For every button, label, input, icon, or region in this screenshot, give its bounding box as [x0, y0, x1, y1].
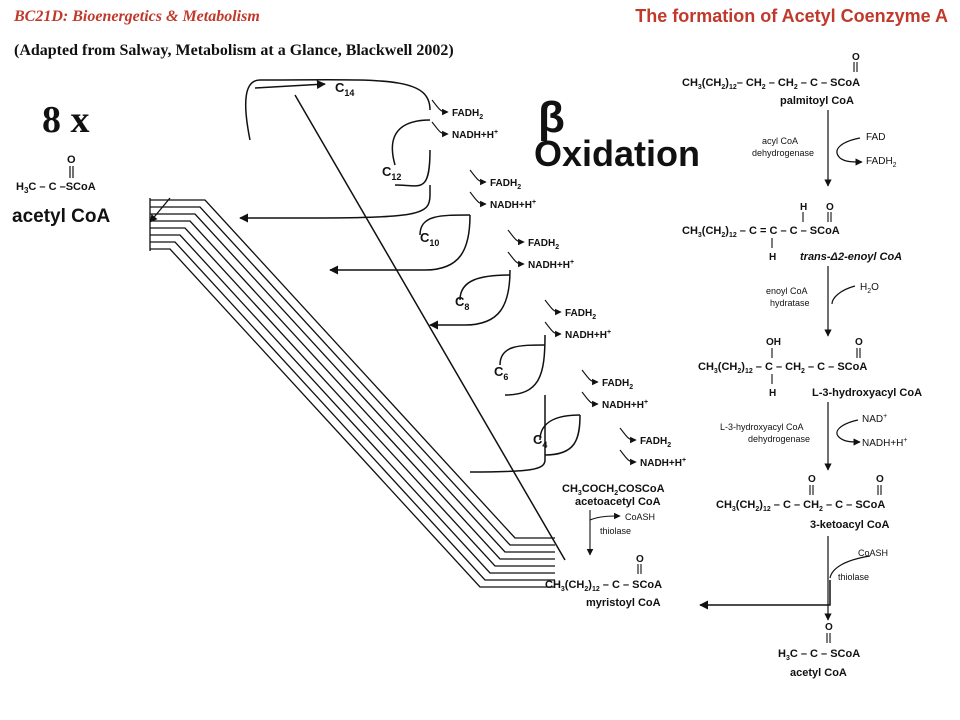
svg-text:NADH+H+: NADH+H+ [452, 129, 498, 141]
step1-enzyme-2: dehydrogenase [752, 148, 814, 158]
multiplier-label: 8 x [42, 99, 90, 141]
cycle-loops [239, 79, 831, 610]
course-title: BC21D: Bioenergetics & Metabolism [14, 8, 260, 25]
intermediate-c10: C10 [420, 230, 439, 248]
svg-text:O: O [825, 622, 833, 633]
step3-out: NADH+H+ [862, 437, 908, 449]
svg-text:myristoyl CoA: myristoyl CoA [586, 597, 661, 609]
svg-text:H3C – C – SCoA: H3C – C – SCoA [778, 648, 860, 662]
svg-text:FADH2: FADH2 [602, 378, 633, 391]
step4-in: CoASH [858, 548, 888, 558]
svg-text:trans-Δ2-enoyl CoA: trans-Δ2-enoyl CoA [800, 251, 902, 263]
acetyl-coa-label-left: acetyl CoA [12, 206, 110, 227]
ketoacyl-coa: O O CH3(CH2)12 – C – CH2 – C – SCoA 3-ke… [716, 474, 890, 531]
step2-enzyme-1: enoyl CoA [766, 286, 808, 296]
step3-enzyme-2: dehydrogenase [748, 434, 810, 444]
svg-text:NADH+H+: NADH+H+ [490, 199, 536, 211]
step2-enzyme-2: hydratase [770, 298, 810, 308]
svg-text:H: H [800, 202, 807, 213]
step3-in: NAD+ [862, 413, 887, 425]
step1-enzyme-1: acyl CoA [762, 136, 798, 146]
svg-text:NADH+H+: NADH+H+ [528, 259, 574, 271]
svg-text:O: O [876, 474, 884, 485]
step4-enzyme: thiolase [838, 572, 869, 582]
acetyl-release-lines [149, 197, 555, 588]
svg-text:NADH+H+: NADH+H+ [602, 399, 648, 411]
step1-arrows [824, 110, 863, 187]
svg-text:CH3(CH2)12 – C – CH2 – C – SCo: CH3(CH2)12 – C – CH2 – C – SCoA [716, 499, 885, 513]
svg-text:FADH2: FADH2 [565, 308, 596, 321]
oxidation-heading: Oxidation [534, 133, 700, 174]
intermediate-c6: C6 [494, 364, 508, 382]
svg-text:acetyl CoA: acetyl CoA [790, 667, 847, 679]
intermediate-c8: C8 [455, 294, 469, 312]
svg-text:FADH2: FADH2 [490, 178, 521, 191]
step2-arrows [824, 266, 856, 337]
step4-arrows [824, 536, 871, 621]
svg-text:L-3-hydroxyacyl CoA: L-3-hydroxyacyl CoA [812, 387, 922, 399]
svg-text:CH3(CH2)12 – C = C – C – SCoA: CH3(CH2)12 – C = C – C – SCoA [682, 225, 840, 239]
svg-text:CH3COCH2COSCoA: CH3COCH2COSCoA [562, 483, 665, 497]
svg-text:3-ketoacyl CoA: 3-ketoacyl CoA [810, 519, 890, 531]
acetyl-coa-structure-left: O H3C – C –SCoA [16, 154, 96, 195]
svg-text:NADH+H+: NADH+H+ [640, 457, 686, 469]
svg-text:H: H [769, 388, 776, 399]
hydroxyacyl-coa: OH O CH3(CH2)12 – C – CH2 – C – SCoA H L… [698, 337, 922, 399]
cofactor-labels: FADH2 NADH+H+ FADH2 NADH+H+ FADH2 NADH+H… [452, 108, 686, 469]
slide-title: The formation of Acetyl Coenzyme A [635, 6, 948, 26]
svg-text:O: O [855, 337, 863, 348]
palmitoyl-coa: O CH3(CH2)12– CH2 – CH2 – C – SCoA palmi… [682, 52, 860, 107]
step2-in: H2O [860, 282, 879, 295]
beta-symbol: β [538, 93, 565, 142]
acetoacetyl-coa: CH3COCH2COSCoA acetoacetyl CoA [562, 483, 665, 508]
svg-text:acetoacetyl CoA: acetoacetyl CoA [575, 496, 661, 508]
svg-text:FADH2: FADH2 [528, 238, 559, 251]
svg-text:O: O [808, 474, 816, 485]
svg-text:O: O [67, 154, 76, 166]
svg-text:O: O [636, 554, 644, 565]
svg-text:OH: OH [766, 337, 781, 348]
intermediate-c12: C12 [382, 164, 401, 182]
myristoyl-coa: O CH3(CH2)12 – C – SCoA myristoyl CoA [545, 554, 662, 609]
svg-text:palmitoyl CoA: palmitoyl CoA [780, 95, 854, 107]
step1-out: FADH2 [866, 156, 897, 169]
step1-in: FAD [866, 132, 885, 143]
svg-text:O: O [826, 202, 834, 213]
svg-text:H3C – C –SCoA: H3C – C –SCoA [16, 181, 96, 195]
step3-arrows [824, 402, 861, 471]
intermediate-c14: C14 [335, 80, 354, 98]
step3-enzyme-1: L-3-hydroxyacyl CoA [720, 422, 804, 432]
svg-text:O: O [852, 52, 860, 63]
cycle-thiolase [586, 510, 621, 556]
cycle-cofactors [431, 99, 637, 466]
svg-text:FADH2: FADH2 [452, 108, 483, 121]
cycle-thiolase-label: thiolase [600, 526, 631, 536]
svg-text:CH3(CH2)12 – C – SCoA: CH3(CH2)12 – C – SCoA [545, 579, 662, 593]
final-acetyl-coa: O H3C – C – SCoA acetyl CoA [778, 622, 860, 679]
svg-text:FADH2: FADH2 [640, 436, 671, 449]
svg-text:NADH+H+: NADH+H+ [565, 329, 611, 341]
svg-text:CH3(CH2)12 – C – CH2 – C – SCo: CH3(CH2)12 – C – CH2 – C – SCoA [698, 361, 867, 375]
cycle-coash-label: CoASH [625, 512, 655, 522]
source-citation: (Adapted from Salway, Metabolism at a Gl… [14, 42, 454, 59]
svg-text:H: H [769, 252, 776, 263]
svg-text:CH3(CH2)12– CH2 – CH2 – C – SC: CH3(CH2)12– CH2 – CH2 – C – SCoA [682, 77, 860, 91]
enoyl-coa: H O CH3(CH2)12 – C = C – C – SCoA H tran… [682, 202, 902, 263]
